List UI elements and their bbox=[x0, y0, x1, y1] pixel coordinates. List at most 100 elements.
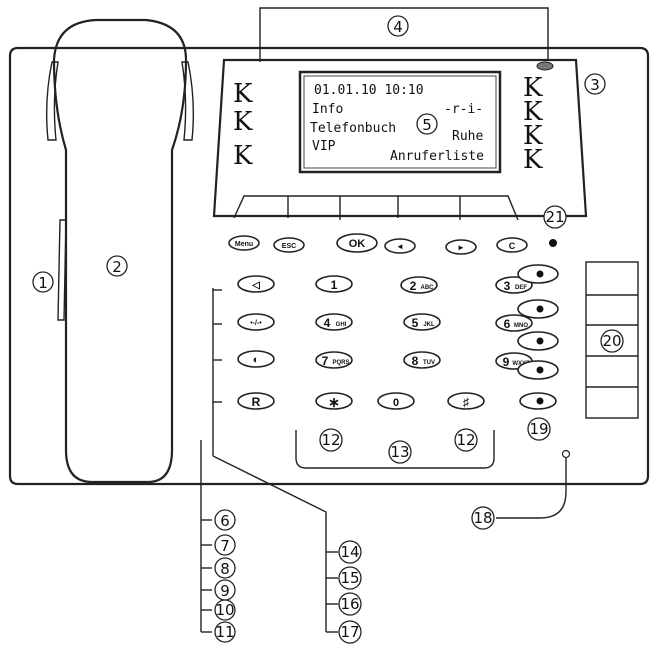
k-label-left-2: K bbox=[233, 107, 253, 137]
lcd-date-time: 01.01.10 10:10 bbox=[314, 83, 424, 98]
direct-dial-key-2[interactable] bbox=[517, 299, 559, 319]
callout-13: 13 bbox=[388, 440, 412, 464]
svg-text:Menu: Menu bbox=[235, 241, 253, 248]
lcd-caller-list: Anruferliste bbox=[390, 149, 484, 164]
redial-button[interactable]: •-/-• bbox=[237, 313, 275, 331]
svg-text:8: 8 bbox=[220, 560, 230, 578]
svg-text:5: 5 bbox=[422, 116, 432, 134]
key-5[interactable]: 5 JKL bbox=[403, 313, 441, 331]
svg-text:GHI: GHI bbox=[336, 322, 347, 328]
svg-text:4: 4 bbox=[324, 316, 331, 330]
callout-7: 7 bbox=[214, 534, 236, 556]
callout-16: 16 bbox=[338, 592, 362, 616]
svg-text:PQRS: PQRS bbox=[332, 360, 349, 366]
callout-17: 17 bbox=[338, 620, 362, 644]
key-star[interactable]: ∗ bbox=[315, 392, 353, 410]
ok-button[interactable]: OK bbox=[336, 233, 378, 253]
lcd-vip: VIP bbox=[312, 139, 336, 154]
svg-text:◄: ◄ bbox=[396, 242, 404, 251]
key-2[interactable]: 2 ABC bbox=[400, 276, 438, 294]
lcd-info: Info bbox=[312, 102, 343, 117]
svg-text:►: ► bbox=[457, 243, 465, 252]
svg-text:0: 0 bbox=[393, 397, 399, 409]
callout-14: 14 bbox=[338, 540, 362, 564]
svg-text:MNO: MNO bbox=[514, 323, 528, 329]
svg-text:7: 7 bbox=[322, 354, 329, 368]
svg-text:TUV: TUV bbox=[423, 360, 435, 366]
svg-text:18: 18 bbox=[473, 509, 492, 527]
callout-9: 9 bbox=[214, 579, 236, 601]
svg-text:10: 10 bbox=[215, 601, 234, 619]
conference-button[interactable]: ◐ bbox=[237, 350, 275, 368]
svg-text:3: 3 bbox=[504, 279, 511, 293]
key-4[interactable]: 4 GHI bbox=[315, 313, 353, 331]
callout-4-bracket bbox=[259, 7, 549, 62]
handset bbox=[45, 18, 195, 484]
svg-text:3: 3 bbox=[590, 76, 600, 94]
callout-6: 6 bbox=[214, 509, 236, 531]
key-6[interactable]: 6 MNO bbox=[495, 314, 533, 332]
svg-text:WXYZ: WXYZ bbox=[512, 361, 530, 367]
svg-text:ESC: ESC bbox=[282, 243, 296, 250]
svg-text:13: 13 bbox=[390, 443, 409, 461]
callout-19: 19 bbox=[527, 417, 551, 441]
svg-text:6: 6 bbox=[220, 512, 230, 530]
direct-dial-key-4[interactable] bbox=[517, 360, 559, 380]
callout-5: 5 bbox=[416, 113, 438, 135]
key-hash[interactable]: ♯ bbox=[447, 392, 485, 410]
callout-21: 21 bbox=[543, 205, 567, 229]
key-8[interactable]: 8 TUV bbox=[403, 351, 441, 369]
speaker-button[interactable]: ◁ bbox=[237, 275, 275, 293]
key-0[interactable]: 0 bbox=[377, 392, 415, 410]
k-label-right-3: K bbox=[523, 121, 543, 151]
menu-button[interactable]: Menu bbox=[228, 235, 260, 251]
svg-text:1: 1 bbox=[38, 274, 48, 292]
right-arrow-button[interactable]: ► bbox=[445, 239, 477, 255]
k-label-right-1: K bbox=[523, 73, 543, 103]
callout-15: 15 bbox=[338, 566, 362, 590]
callout-4: 4 bbox=[387, 15, 409, 37]
svg-text:4: 4 bbox=[393, 18, 403, 36]
k-label-left-3: K bbox=[233, 141, 253, 171]
callout-2: 2 bbox=[106, 255, 128, 277]
svg-text:15: 15 bbox=[340, 569, 359, 587]
esc-button[interactable]: ESC bbox=[273, 237, 305, 253]
svg-text:◁: ◁ bbox=[251, 280, 260, 291]
svg-text:OK: OK bbox=[349, 238, 366, 250]
direct-dial-key-3[interactable] bbox=[517, 331, 559, 351]
svg-text:2: 2 bbox=[112, 258, 122, 276]
k-label-right-4: K bbox=[523, 145, 543, 175]
key-3[interactable]: 3 DEF bbox=[495, 276, 533, 294]
svg-text:21: 21 bbox=[545, 208, 564, 226]
left-arrow-button[interactable]: ◄ bbox=[384, 238, 416, 254]
svg-text:9: 9 bbox=[503, 355, 510, 369]
recall-button[interactable]: R bbox=[237, 392, 275, 410]
k-label-right-2: K bbox=[523, 97, 543, 127]
callout-20: 20 bbox=[600, 329, 624, 353]
direct-dial-key-1[interactable] bbox=[517, 264, 559, 284]
callout-1: 1 bbox=[32, 271, 54, 293]
svg-text:16: 16 bbox=[340, 595, 359, 613]
k-label-left-1: K bbox=[233, 79, 253, 109]
clear-button[interactable]: C bbox=[496, 237, 528, 253]
callout-11: 11 bbox=[214, 621, 236, 643]
lcd-screen bbox=[298, 70, 502, 174]
svg-text:8: 8 bbox=[412, 354, 419, 368]
svg-text:14: 14 bbox=[340, 543, 359, 561]
status-led-icon bbox=[549, 239, 557, 247]
callout-8: 8 bbox=[214, 557, 236, 579]
direct-dial-key-5[interactable] bbox=[519, 392, 557, 410]
svg-text:11: 11 bbox=[215, 623, 234, 641]
led-indicator-icon bbox=[536, 61, 554, 71]
key-7[interactable]: 7 PQRS bbox=[315, 351, 353, 369]
svg-text:20: 20 bbox=[602, 332, 621, 350]
svg-text:•-/-•: •-/-• bbox=[250, 320, 262, 327]
svg-text:12: 12 bbox=[456, 431, 475, 449]
lcd-indicators: -r-i- bbox=[444, 102, 483, 117]
key-1[interactable]: 1 bbox=[315, 275, 353, 293]
callout-10: 10 bbox=[214, 599, 236, 621]
svg-text:DEF: DEF bbox=[515, 285, 527, 291]
svg-text:7: 7 bbox=[220, 537, 230, 555]
callout-3: 3 bbox=[584, 73, 606, 95]
